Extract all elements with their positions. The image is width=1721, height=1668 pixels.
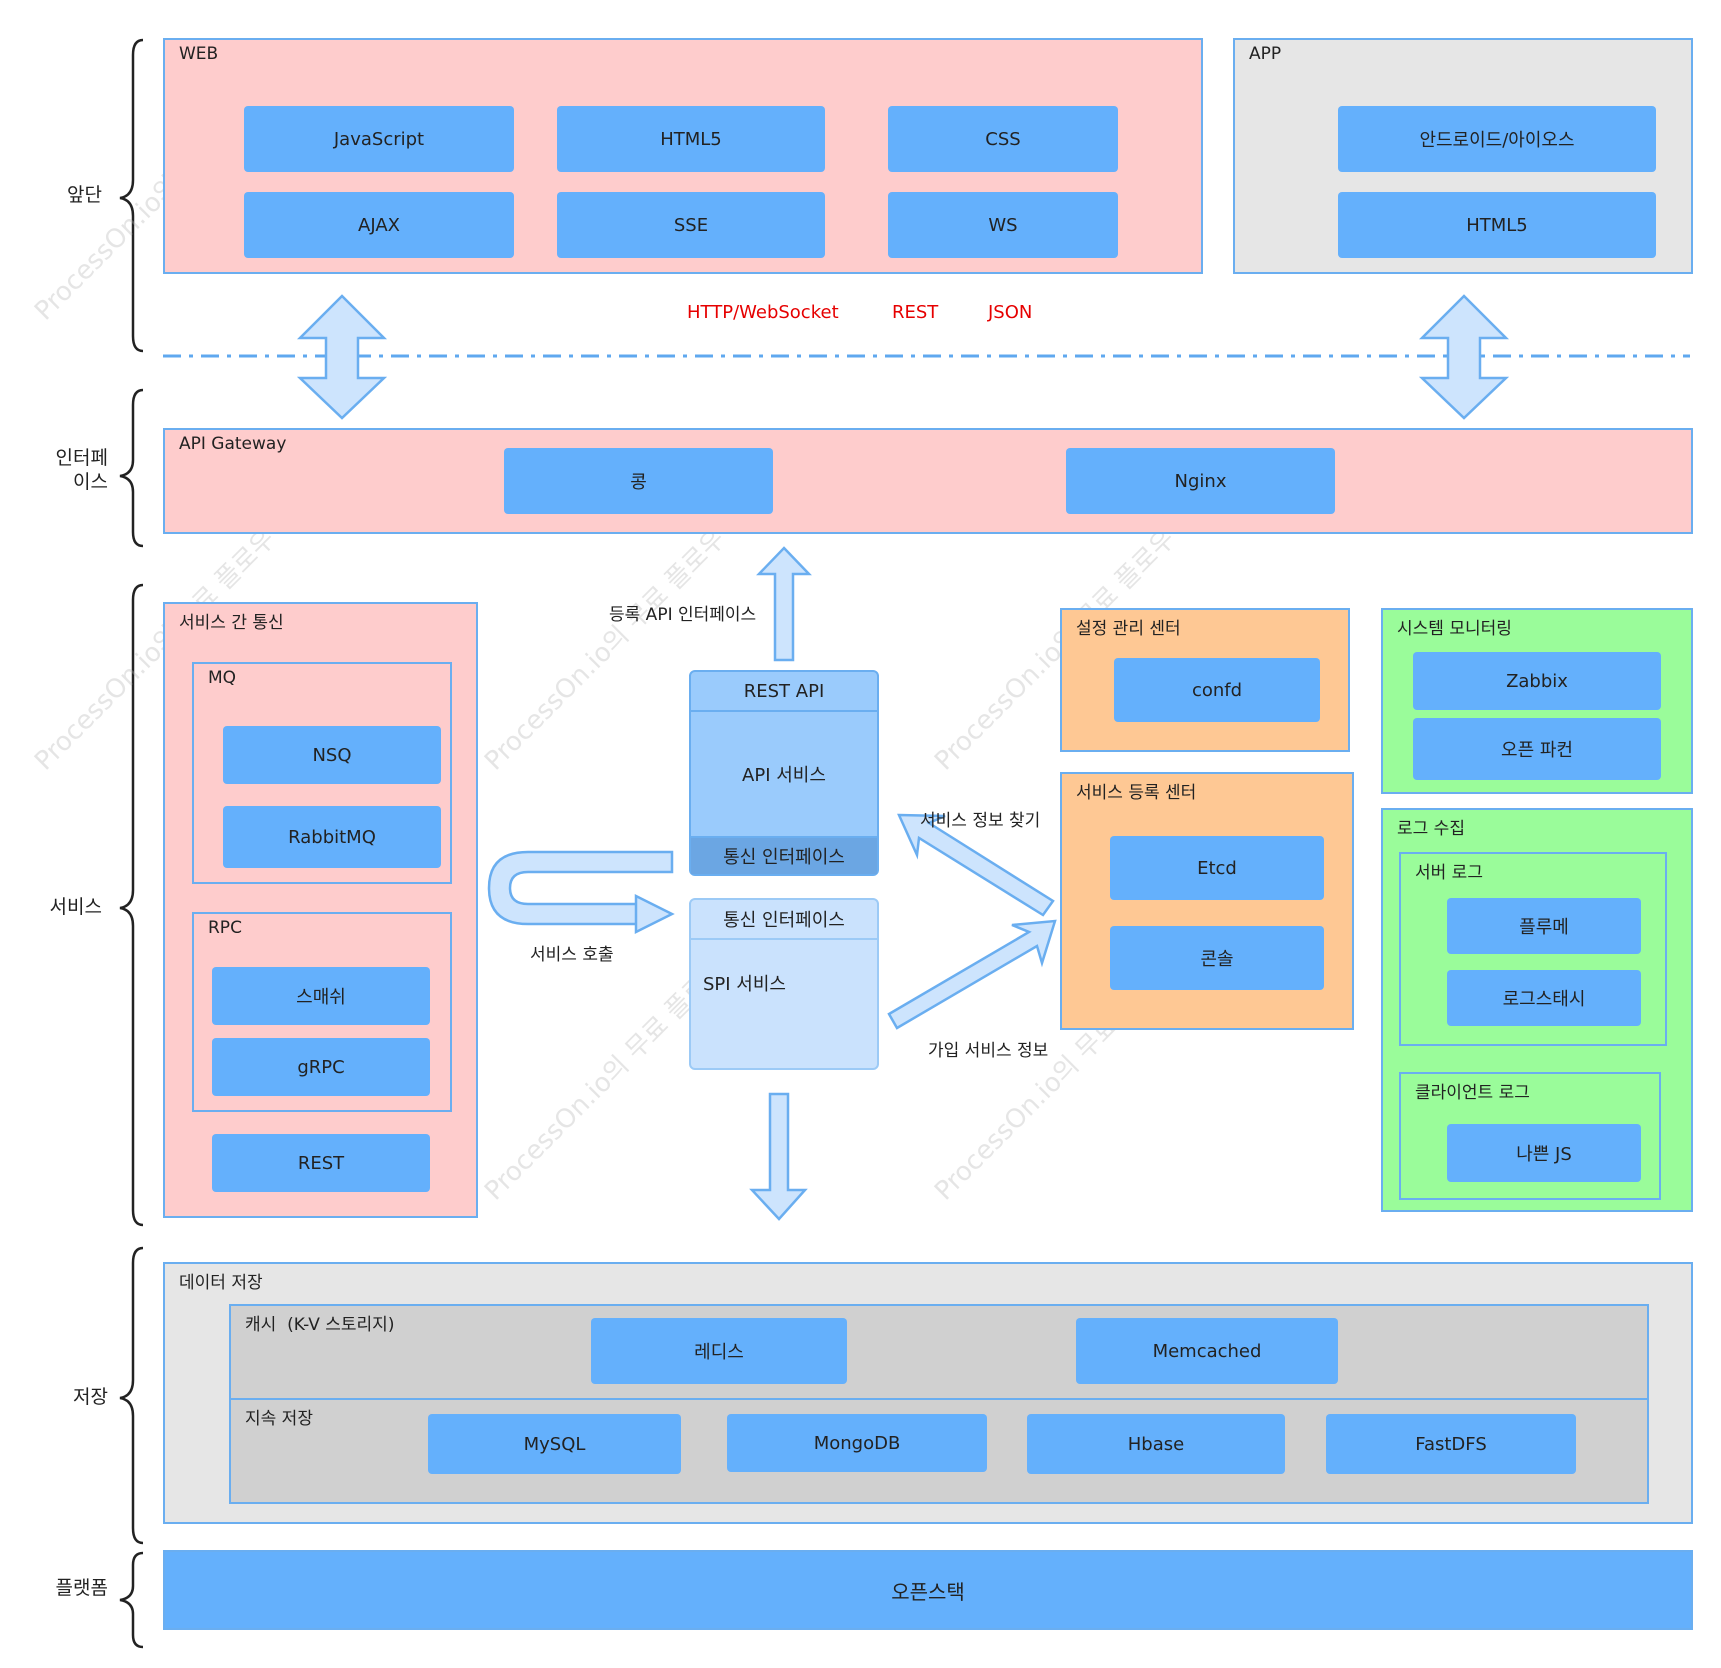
arrow-find-service — [897, 813, 1055, 917]
layer-label-interface: 인터페이스 — [55, 447, 108, 493]
node-fastdfs[interactable]: FastDFS — [1326, 1414, 1576, 1474]
rpc-group: RPC 스매쉬 gRPC — [192, 912, 452, 1112]
api-comm-interface: 통신 인터페이스 — [691, 836, 877, 874]
api-gateway-zone: API Gateway 콩 Nginx — [163, 428, 1693, 534]
node-zabbix[interactable]: Zabbix — [1413, 652, 1661, 710]
label-find-service: 서비스 정보 찾기 — [920, 811, 1041, 831]
label-register-api: 등록 API 인터페이스 — [609, 605, 757, 625]
rest-api-header: REST API — [691, 672, 877, 712]
server-log-title: 서버 로그 — [1415, 863, 1483, 883]
node-bad-js[interactable]: 나쁜 JS — [1447, 1124, 1641, 1182]
logging-zone: 로그 수집 서버 로그 플루메 로그스태시 클라이언트 로그 나쁜 JS — [1381, 808, 1693, 1212]
node-confd[interactable]: confd — [1114, 658, 1320, 722]
config-center-title: 설정 관리 센터 — [1076, 619, 1181, 639]
registry-center-title: 서비스 등록 센터 — [1076, 783, 1197, 803]
spi-service-block: 통신 인터페이스 SPI 서비스 — [689, 898, 879, 1070]
protocol-rest: REST — [892, 302, 939, 323]
node-sse[interactable]: SSE — [557, 192, 825, 258]
data-storage-title: 데이터 저장 — [179, 1273, 263, 1293]
cache-title: 캐시 (K-V 스토리지) — [245, 1315, 395, 1335]
persistent-group: 지속 저장 MySQL MongoDB Hbase FastDFS — [229, 1398, 1649, 1504]
monitoring-zone: 시스템 모니터링 Zabbix 오픈 파컨 — [1381, 608, 1693, 794]
app-zone: APP 안드로이드/아이오스 HTML5 — [1233, 38, 1693, 274]
arrow-up-register — [756, 546, 812, 662]
node-grpc[interactable]: gRPC — [212, 1038, 430, 1096]
persistent-title: 지속 저장 — [245, 1409, 313, 1429]
inter-service-zone: 서비스 간 통신 MQ NSQ RabbitMQ RPC 스매쉬 gRPC RE… — [163, 602, 478, 1218]
node-redis[interactable]: 레디스 — [591, 1318, 847, 1384]
node-etcd[interactable]: Etcd — [1110, 836, 1324, 900]
node-android-ios[interactable]: 안드로이드/아이오스 — [1338, 106, 1656, 172]
rpc-title: RPC — [208, 918, 242, 938]
brace-frontend — [119, 38, 144, 353]
node-html5-app[interactable]: HTML5 — [1338, 192, 1656, 258]
inter-service-title: 서비스 간 통신 — [179, 613, 284, 633]
brace-interface — [119, 388, 144, 548]
arrow-join-service — [887, 919, 1057, 1030]
config-center-zone: 설정 관리 센터 confd — [1060, 608, 1350, 752]
protocol-http-websocket: HTTP/WebSocket — [687, 302, 839, 323]
node-openstack[interactable]: 오픈스택 — [163, 1550, 1693, 1630]
node-html5-web[interactable]: HTML5 — [557, 106, 825, 172]
mq-group: MQ NSQ RabbitMQ — [192, 662, 452, 884]
node-console[interactable]: 콘솔 — [1110, 926, 1324, 990]
server-log-group: 서버 로그 플루메 로그스태시 — [1399, 852, 1667, 1046]
node-flume[interactable]: 플루메 — [1447, 898, 1641, 954]
double-arrow-right — [1418, 294, 1510, 420]
client-log-title: 클라이언트 로그 — [1415, 1083, 1530, 1103]
node-kong[interactable]: 콩 — [504, 448, 773, 514]
protocol-json: JSON — [988, 302, 1033, 323]
mq-title: MQ — [208, 668, 237, 688]
app-zone-title: APP — [1249, 44, 1282, 64]
label-join-service: 가입 서비스 정보 — [928, 1041, 1049, 1061]
api-service-label: API 서비스 — [742, 765, 826, 786]
u-turn-arrow — [487, 850, 675, 935]
node-hbase[interactable]: Hbase — [1027, 1414, 1285, 1474]
node-ajax[interactable]: AJAX — [244, 192, 514, 258]
layer-label-frontend: 앞단 — [67, 184, 102, 206]
layer-braces — [119, 38, 144, 1649]
api-gateway-title: API Gateway — [179, 434, 287, 454]
brace-storage — [119, 1246, 144, 1545]
web-zone-title: WEB — [179, 44, 219, 64]
node-mysql[interactable]: MySQL — [428, 1414, 681, 1474]
node-javascript[interactable]: JavaScript — [244, 106, 514, 172]
label-service-call: 서비스 호출 — [530, 945, 614, 965]
node-ws[interactable]: WS — [888, 192, 1118, 258]
monitoring-title: 시스템 모니터링 — [1397, 619, 1512, 639]
double-arrow-left — [296, 294, 388, 420]
node-smash[interactable]: 스매쉬 — [212, 967, 430, 1025]
node-logstash[interactable]: 로그스태시 — [1447, 970, 1641, 1026]
registry-center-zone: 서비스 등록 센터 Etcd 콘솔 — [1060, 772, 1354, 1030]
layer-label-storage: 저장 — [73, 1386, 108, 1408]
node-rabbitmq[interactable]: RabbitMQ — [223, 806, 441, 868]
layer-label-service: 서비스 — [49, 896, 102, 918]
cache-group: 캐시 (K-V 스토리지) 레디스 Memcached — [229, 1304, 1649, 1400]
spi-service-label: SPI 서비스 — [703, 974, 786, 995]
node-open-falcon[interactable]: 오픈 파컨 — [1413, 718, 1661, 780]
node-rest[interactable]: REST — [212, 1134, 430, 1192]
logging-title: 로그 수집 — [1397, 819, 1465, 839]
node-nsq[interactable]: NSQ — [223, 726, 441, 784]
data-storage-zone: 데이터 저장 캐시 (K-V 스토리지) 레디스 Memcached 지속 저장… — [163, 1262, 1693, 1524]
node-mongodb[interactable]: MongoDB — [727, 1414, 987, 1472]
client-log-group: 클라이언트 로그 나쁜 JS — [1399, 1072, 1661, 1200]
layer-label-platform: 플랫폼 — [55, 1577, 108, 1599]
node-css[interactable]: CSS — [888, 106, 1118, 172]
node-memcached[interactable]: Memcached — [1076, 1318, 1338, 1384]
web-zone: WEB JavaScript HTML5 CSS AJAX SSE WS — [163, 38, 1203, 274]
node-nginx[interactable]: Nginx — [1066, 448, 1335, 514]
brace-service — [119, 583, 144, 1227]
brace-platform — [119, 1551, 144, 1649]
spi-comm-interface: 통신 인터페이스 — [691, 900, 877, 940]
arrow-down-storage — [749, 1092, 808, 1221]
api-service-block: REST API API 서비스 통신 인터페이스 — [689, 670, 879, 876]
